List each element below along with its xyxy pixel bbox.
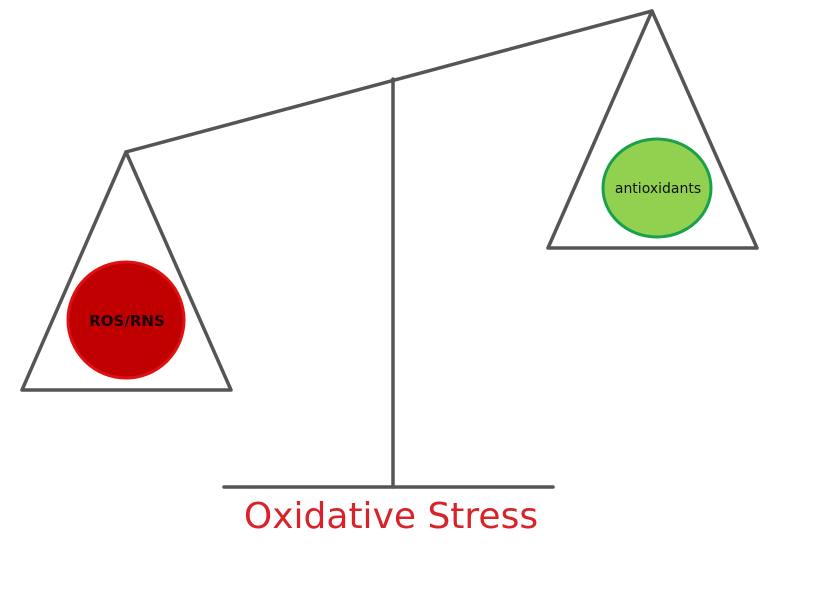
left-pan (20, 150, 233, 392)
antioxidants-circle (601, 137, 713, 239)
right-pan (546, 9, 759, 250)
antioxidants-label: antioxidants (615, 181, 701, 197)
ros-rns-label: ROS/RNS (89, 312, 165, 330)
diagram-title: Oxidative Stress (244, 496, 538, 537)
ros-rns-circle (66, 260, 186, 380)
scale-beam (124, 9, 654, 154)
